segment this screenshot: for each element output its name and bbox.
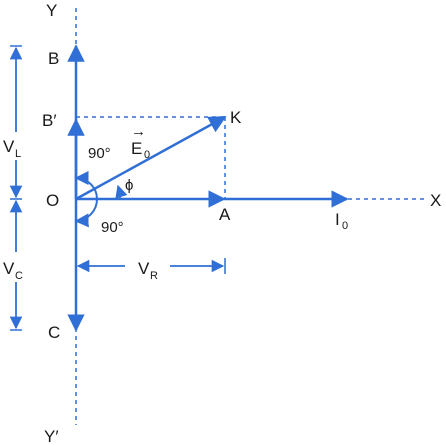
label-VR-sub: R (150, 270, 158, 282)
label-VR-main: V (138, 259, 150, 278)
label-VC-main: V (3, 259, 15, 278)
label-VL-sub: L (15, 148, 21, 160)
label-Y: Y (46, 1, 57, 20)
arc-90-bottom (74, 198, 99, 228)
phasor-OK-E0 (75, 115, 227, 201)
label-I0-sub: 0 (342, 220, 348, 232)
label-E0-sub: 0 (144, 149, 150, 161)
label-C: C (48, 323, 60, 342)
arc-90-top (74, 171, 98, 200)
label-90-top: 90° (88, 145, 111, 162)
label-VL-main: V (3, 137, 15, 156)
label-Y-prime: Y′ (44, 427, 59, 445)
label-VC-sub: C (15, 270, 23, 282)
label-I0-main: I (335, 210, 340, 229)
label-B: B (48, 49, 59, 68)
label-phi: ϕ (125, 177, 133, 194)
label-O: O (46, 191, 59, 210)
label-X: X (430, 191, 441, 210)
label-K: K (230, 108, 242, 127)
label-B-prime: B′ (42, 111, 57, 130)
label-E0-main: E (131, 139, 142, 158)
label-A: A (219, 205, 231, 224)
arc-phi (115, 184, 128, 200)
label-90-bottom: 90° (101, 219, 124, 236)
label-E0-arrow: → (131, 123, 146, 140)
